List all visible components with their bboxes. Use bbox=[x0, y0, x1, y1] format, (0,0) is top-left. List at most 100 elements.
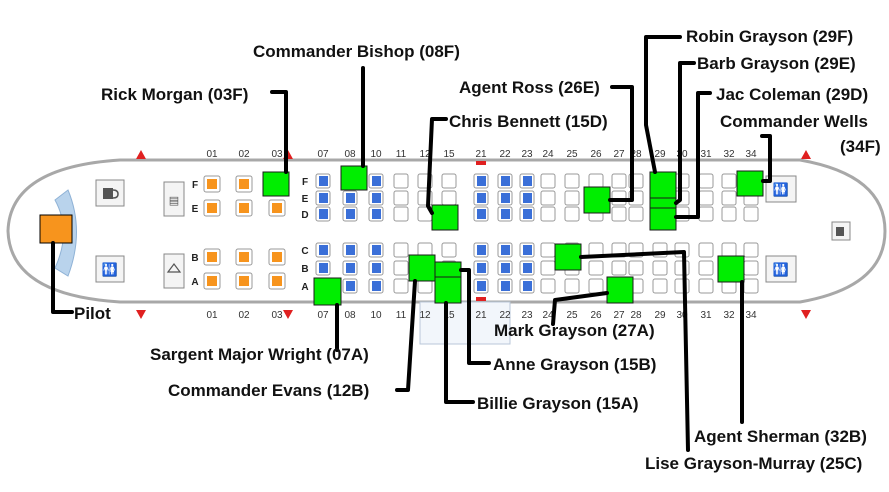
row-letter: A bbox=[301, 282, 308, 293]
leader-commander-wells bbox=[760, 134, 772, 183]
leader-billie-grayson bbox=[444, 301, 475, 404]
seat-column-number: 02 bbox=[238, 310, 250, 321]
first-class-seat bbox=[235, 272, 253, 290]
seat-column-number: 24 bbox=[542, 310, 554, 321]
seat-cushion bbox=[501, 245, 510, 255]
seat-cushion bbox=[523, 281, 532, 291]
empty-seat bbox=[628, 260, 644, 276]
label-commander-wells-seat: (34F) bbox=[840, 137, 881, 156]
row-letter: C bbox=[301, 246, 308, 257]
seat-column-number: 03 bbox=[271, 310, 283, 321]
empty-seat bbox=[743, 278, 759, 294]
seat-column-number: 15 bbox=[443, 149, 455, 160]
leader-rick-morgan bbox=[270, 90, 288, 174]
marker-rick-morgan bbox=[262, 171, 290, 197]
empty-seat bbox=[674, 260, 690, 276]
seat-cushion bbox=[319, 263, 328, 273]
empty-seat bbox=[540, 260, 556, 276]
seat-column-number: 11 bbox=[396, 310, 407, 321]
seat-column-number: 32 bbox=[723, 149, 735, 160]
empty-seat bbox=[611, 206, 627, 222]
first-class-seat bbox=[268, 272, 286, 290]
label-robin-grayson: Robin Grayson (29F) bbox=[686, 27, 854, 46]
seat-cushion bbox=[346, 209, 355, 219]
seat-cushion bbox=[239, 276, 249, 286]
empty-seat bbox=[628, 206, 644, 222]
seat-cushion bbox=[372, 245, 381, 255]
first-class-seat bbox=[203, 248, 221, 266]
seat-cushion bbox=[372, 176, 381, 186]
seat-cushion bbox=[346, 263, 355, 273]
label-billie-grayson: Billie Grayson (15A) bbox=[477, 394, 639, 413]
first-class-seat bbox=[268, 248, 286, 266]
marker-mark-grayson bbox=[606, 276, 634, 304]
first-class-seat bbox=[235, 175, 253, 193]
seat-cushion bbox=[319, 209, 328, 219]
label-barb-grayson: Barb Grayson (29E) bbox=[697, 54, 856, 73]
first-class-seat bbox=[235, 199, 253, 217]
seat-cushion bbox=[477, 209, 486, 219]
first-class-seat bbox=[203, 272, 221, 290]
seat-cushion bbox=[346, 245, 355, 255]
seat-column-number: 23 bbox=[521, 149, 533, 160]
empty-seat bbox=[611, 173, 627, 189]
empty-seat bbox=[652, 278, 668, 294]
empty-seat bbox=[393, 278, 409, 294]
row-letter: B bbox=[301, 264, 308, 275]
seat-cushion bbox=[319, 245, 328, 255]
economy-seat bbox=[368, 173, 384, 189]
marker-jac-coleman bbox=[649, 207, 677, 231]
seat-cushion bbox=[501, 176, 510, 186]
empty-seat bbox=[564, 190, 580, 206]
seat-column-number: 28 bbox=[630, 149, 642, 160]
row-letter: A bbox=[191, 277, 198, 288]
svg-text:🚻: 🚻 bbox=[773, 182, 789, 197]
seat-column-number: 22 bbox=[499, 149, 511, 160]
empty-seat bbox=[540, 173, 556, 189]
economy-seat bbox=[519, 190, 535, 206]
seat-column-number: 22 bbox=[499, 310, 511, 321]
empty-seat bbox=[393, 173, 409, 189]
seat-cushion bbox=[272, 276, 282, 286]
seat-cushion bbox=[239, 179, 249, 189]
economy-seat bbox=[473, 190, 489, 206]
seat-column-number: 23 bbox=[521, 310, 533, 321]
seat-column-number: 08 bbox=[344, 149, 356, 160]
seat-cushion bbox=[372, 209, 381, 219]
economy-seat bbox=[497, 260, 513, 276]
economy-seat bbox=[315, 190, 331, 206]
row-letter: F bbox=[302, 177, 308, 188]
empty-seat bbox=[721, 242, 737, 258]
label-anne-grayson: Anne Grayson (15B) bbox=[493, 355, 657, 374]
economy-seat bbox=[315, 242, 331, 258]
seat-column-number: 11 bbox=[396, 149, 407, 160]
empty-seat bbox=[441, 242, 457, 258]
empty-seat bbox=[564, 206, 580, 222]
seat-cushion bbox=[239, 203, 249, 213]
seat-column-number: 08 bbox=[344, 310, 356, 321]
economy-seat bbox=[342, 190, 358, 206]
empty-seat bbox=[721, 190, 737, 206]
row-letter: E bbox=[192, 204, 199, 215]
rear-coffee-icon bbox=[831, 221, 851, 241]
seat-column-number: 25 bbox=[566, 310, 578, 321]
seat-column-number: 30 bbox=[676, 149, 688, 160]
label-rick-morgan: Rick Morgan (03F) bbox=[101, 85, 249, 104]
seat-column-number: 10 bbox=[370, 149, 382, 160]
marker-chris-bennett bbox=[431, 204, 459, 231]
economy-seat bbox=[497, 206, 513, 222]
seat-column-number: 01 bbox=[206, 149, 218, 160]
leader-robin-grayson bbox=[644, 35, 682, 174]
closet-icon: ▤ bbox=[163, 181, 185, 217]
seat-cushion bbox=[346, 193, 355, 203]
empty-seat bbox=[393, 206, 409, 222]
label-pilot: Pilot bbox=[74, 304, 111, 323]
marker-agent-sherman bbox=[717, 255, 745, 283]
empty-seat bbox=[743, 206, 759, 222]
empty-seat bbox=[441, 190, 457, 206]
seat-column-number: 30 bbox=[676, 310, 688, 321]
seat-cushion bbox=[501, 209, 510, 219]
marker-agent-ross bbox=[583, 186, 611, 214]
seat-cushion bbox=[272, 203, 282, 213]
economy-seat bbox=[497, 278, 513, 294]
